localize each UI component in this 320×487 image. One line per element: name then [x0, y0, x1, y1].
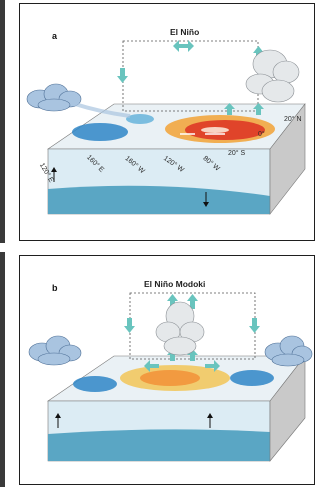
warm-anomaly-core — [201, 127, 229, 133]
panel-b-el-nino-modoki: b El Niño Modoki — [19, 255, 315, 485]
panel-b-diagram — [28, 292, 313, 462]
thermocline — [48, 185, 270, 214]
convective-cloud-b — [155, 301, 205, 356]
cool-anomaly-east-b — [230, 370, 274, 386]
warm-anomaly-inner-b — [140, 370, 200, 386]
cool-anomaly-west-b — [73, 376, 117, 392]
panel-b-title: El Niño Modoki — [144, 279, 206, 289]
lat-label-equator: 0° — [258, 131, 265, 138]
moisture-flow-west — [74, 102, 131, 118]
panel-a-letter: a — [52, 31, 58, 41]
panel-a-diagram — [26, 40, 306, 215]
left-edge-strip-bottom — [0, 252, 5, 487]
cool-anomaly-small — [126, 114, 154, 124]
circulation-arrows-b — [124, 294, 260, 372]
ocean-side-face — [269, 103, 306, 215]
cloud-west-b — [28, 335, 82, 366]
circulation-arrows — [117, 40, 264, 115]
lat-label-20n: 20° N — [284, 116, 302, 123]
ocean-side-face-b — [269, 355, 306, 462]
left-edge-strip-top — [0, 0, 5, 243]
cloud-west — [26, 83, 82, 112]
cloud-east-b — [264, 335, 313, 367]
lat-label-20s: 20° S — [228, 150, 246, 157]
cool-anomaly-west — [72, 123, 128, 141]
thermocline-b — [48, 429, 270, 461]
panel-b-letter: b — [52, 283, 58, 293]
panel-a-el-nino: a El Niño 20° N 0° 20° S 120° E 160° E 1… — [19, 3, 315, 241]
walker-circulation-loop — [122, 40, 259, 112]
panel-a-title: El Niño — [170, 27, 200, 37]
convective-cloud — [245, 49, 300, 103]
